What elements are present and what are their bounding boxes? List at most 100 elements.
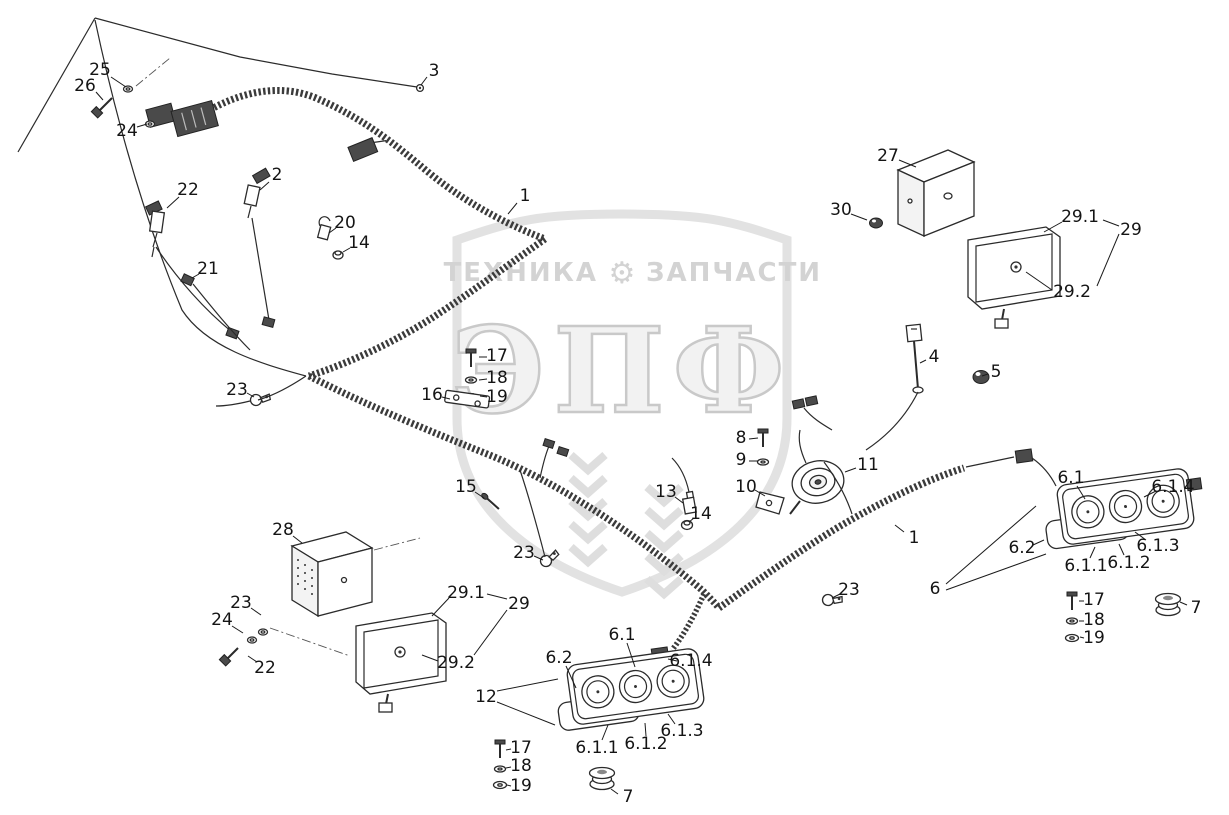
callout-21: 21 <box>197 259 219 279</box>
callout-2: 2 <box>271 165 283 185</box>
leader-line-15 <box>474 491 485 499</box>
callout-25: 25 <box>89 60 111 80</box>
callout-6.2: 6.2 <box>545 648 573 668</box>
callout-13: 13 <box>655 482 677 502</box>
leader-line-6.1.3 <box>667 713 676 725</box>
leader-line-20 <box>328 227 337 234</box>
callout-6.2: 6.2 <box>1008 538 1036 558</box>
callout-10: 10 <box>735 477 757 497</box>
leader-line-10 <box>754 489 766 497</box>
harness-connector-block <box>145 99 387 163</box>
callout-18: 18 <box>486 368 508 388</box>
callout-29.1: 29.1 <box>447 583 485 603</box>
leader-line-6 <box>945 553 1047 591</box>
leader-line-17 <box>505 748 512 751</box>
leader-line-11 <box>844 467 857 473</box>
callout-22: 22 <box>177 180 199 200</box>
sensor-2 <box>243 167 276 329</box>
leader-line-16 <box>441 396 451 400</box>
callout-6.1.4: 6.1.4 <box>1151 477 1195 497</box>
leader-line-29.1 <box>431 597 450 617</box>
callout-23: 23 <box>513 543 535 563</box>
leader-line-29.2 <box>421 654 439 662</box>
stud-4-cap-5 <box>865 323 990 451</box>
watermark-shield <box>452 209 792 597</box>
bolt-hardware-25-26-24 <box>90 57 171 128</box>
leader-line-6.1.4 <box>1143 490 1157 498</box>
callout-23: 23 <box>226 380 248 400</box>
leader-line-29 <box>486 593 508 600</box>
sensor-22 <box>144 200 240 340</box>
callout-29: 29 <box>1120 220 1142 240</box>
watermark-brand-left: ТЕХНИКА <box>444 258 598 288</box>
callout-16: 16 <box>421 385 443 405</box>
leader-line-21 <box>191 273 200 279</box>
leader-line-6.2 <box>1032 539 1045 546</box>
callout-17: 17 <box>486 346 508 366</box>
leader-line-22 <box>166 196 180 209</box>
callout-6.1.1: 6.1.1 <box>575 738 619 758</box>
leader-line-6.1.3 <box>1134 531 1147 541</box>
bracket-27-grommet-30 <box>869 149 976 238</box>
callout-19: 19 <box>510 776 532 796</box>
watermark-brand-right: ЗАПЧАСТИ <box>646 258 822 288</box>
callout-15: 15 <box>455 477 477 497</box>
cab-frame-lines <box>17 17 425 377</box>
callout-19: 19 <box>1083 628 1105 648</box>
work-lamp-29-lower-left <box>355 612 447 713</box>
bracket-16 <box>444 389 491 409</box>
leader-line-6.1 <box>626 642 636 668</box>
leader-line-19 <box>479 395 488 398</box>
leader-line-30 <box>850 213 868 221</box>
callout-6.1: 6.1 <box>1057 468 1085 488</box>
callout-29.2: 29.2 <box>437 653 475 673</box>
leader-line-29 <box>473 609 508 656</box>
callout-19: 19 <box>486 387 508 407</box>
leader-line-13 <box>674 496 684 504</box>
screws-washers-17-18-19-right <box>1064 591 1080 643</box>
watermark-logo: ЭПФ <box>451 301 792 440</box>
callout-17: 17 <box>510 738 532 758</box>
leader-line-27 <box>898 159 917 168</box>
leader-line-18 <box>505 766 512 769</box>
callout-11: 11 <box>857 455 879 475</box>
sensor-13-cap-14 <box>671 457 697 531</box>
leader-line-6.1.4 <box>667 658 678 662</box>
hardware-22-24-lower-left <box>218 627 351 667</box>
leader-line-24 <box>136 123 148 128</box>
callout-12: 12 <box>475 687 497 707</box>
callout-29.1: 29.1 <box>1061 207 1099 227</box>
callout-5: 5 <box>990 362 1002 382</box>
leader-line-4 <box>919 359 927 364</box>
plug-20-cap-14 <box>316 216 344 260</box>
callout-1: 1 <box>908 528 920 548</box>
callout-6.1.4: 6.1.4 <box>669 651 713 671</box>
clamp-23-right <box>821 593 843 607</box>
callout-24: 24 <box>211 610 233 630</box>
callout-17: 17 <box>1083 590 1105 610</box>
grommet-7-right <box>1154 592 1182 617</box>
leader-line-28 <box>292 535 303 544</box>
callout-7: 7 <box>1190 598 1202 618</box>
leader-line-19 <box>1079 636 1085 639</box>
callout-14: 14 <box>348 233 370 253</box>
leader-line-24 <box>231 625 244 634</box>
screws-washers-17-18-19-bottom <box>492 739 508 790</box>
callout-27: 27 <box>877 146 899 166</box>
callout-29.2: 29.2 <box>1053 282 1091 302</box>
callout-23: 23 <box>838 580 860 600</box>
leader-line-6.1.1 <box>601 724 609 741</box>
callout-6.1: 6.1 <box>608 625 636 645</box>
leader-line-6.1.1 <box>1089 546 1096 559</box>
leader-line-26 <box>95 91 104 101</box>
leader-line-6 <box>945 505 1037 585</box>
leader-line-29.1 <box>1043 221 1063 233</box>
leader-line-25 <box>110 76 127 88</box>
leader-line-23 <box>246 392 255 398</box>
leader-line-6.1.2 <box>644 722 647 737</box>
leader-line-19 <box>506 784 512 787</box>
